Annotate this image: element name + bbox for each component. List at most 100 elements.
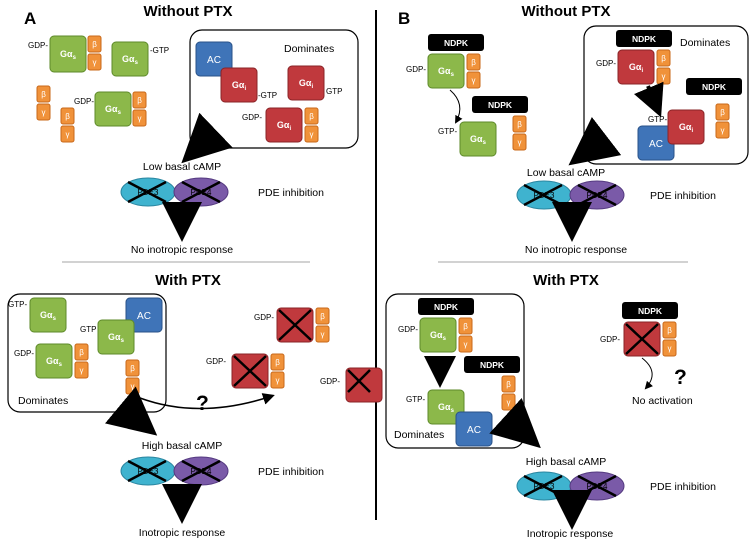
b-top-ndpk-3: NDPK — [616, 30, 672, 47]
svg-text:GDP-: GDP- — [398, 325, 418, 334]
b-top-pde-cross-out — [523, 183, 617, 207]
svg-text:β: β — [667, 326, 672, 335]
a-top-dominates-arrow — [181, 112, 233, 164]
svg-text:Gαs: Gαs — [60, 49, 77, 61]
panel-b-letter: B — [398, 9, 410, 28]
a-top-gas-2: Gαs -GTP — [111, 41, 169, 77]
svg-text:γ: γ — [518, 138, 522, 147]
b-bottom-ndpk-1: NDPK — [418, 298, 474, 315]
svg-text:β: β — [92, 40, 97, 49]
svg-text:AC: AC — [207, 55, 221, 66]
b-bottom-pde-inhibition: PDE inhibition — [650, 481, 716, 493]
svg-text:GTP-: GTP- — [438, 127, 457, 136]
svg-text:NDPK: NDPK — [444, 38, 469, 48]
svg-text:γ: γ — [80, 366, 84, 375]
a-low-basal-camp: Low basal cAMP — [143, 161, 221, 173]
svg-text:Gαs: Gαs — [105, 104, 122, 116]
b-low-basal-camp: Low basal cAMP — [527, 167, 605, 179]
b-top-gai-2: GTP- Gαi — [648, 109, 705, 145]
a-bottom-pde-inhibition: PDE inhibition — [258, 466, 324, 478]
b-top-gai-1: GDP- Gαi β γ — [596, 49, 671, 85]
a-bottom-ac: AC — [125, 297, 163, 333]
svg-text:GDP-: GDP- — [74, 97, 94, 106]
svg-text:γ: γ — [464, 340, 468, 349]
svg-text:γ: γ — [507, 398, 511, 407]
panel-a-without-title: Without PTX — [143, 3, 232, 20]
svg-text:Gαs: Gαs — [438, 66, 455, 78]
b-top-free-beta-gamma-2: β γ — [715, 103, 730, 139]
a-bottom-gai-inactive-1: GDP- β γ — [254, 307, 330, 343]
svg-text:Gαs: Gαs — [438, 402, 455, 414]
svg-text:Gαi: Gαi — [299, 78, 314, 90]
svg-text:GTP-: GTP- — [8, 300, 27, 309]
b-top-dominates-box — [583, 25, 749, 165]
svg-text:γ: γ — [42, 108, 46, 117]
panel-b-without-title: Without PTX — [521, 3, 610, 20]
svg-text:GTP-: GTP- — [406, 395, 425, 404]
svg-text:Gαs: Gαs — [430, 330, 447, 342]
b-no-activation: No activation — [632, 395, 693, 407]
svg-text:GDP-: GDP- — [320, 377, 340, 386]
b-high-basal-camp: High basal cAMP — [526, 456, 607, 468]
a-bottom-gas-2: GTP Gαs — [80, 319, 135, 355]
svg-text:GDP-: GDP- — [600, 335, 620, 344]
svg-text:γ: γ — [662, 72, 666, 81]
svg-text:β: β — [506, 380, 511, 389]
svg-text:Gαs: Gαs — [122, 54, 139, 66]
b-top-dominates-label: Dominates — [680, 37, 730, 49]
svg-text:Gαi: Gαi — [679, 122, 694, 134]
a-top-gai-3: GDP- Gαi β γ — [242, 107, 319, 143]
b-bottom-ac: AC — [455, 411, 493, 447]
svg-text:γ: γ — [93, 58, 97, 67]
svg-text:β: β — [463, 322, 468, 331]
svg-text:AC: AC — [649, 139, 663, 150]
a-bottom-gai-inactive-3: GDP- — [320, 367, 383, 403]
svg-text:Gαi: Gαi — [232, 80, 247, 92]
svg-text:AC: AC — [137, 311, 151, 322]
svg-text:β: β — [309, 112, 314, 121]
a-bottom-dominates-box — [7, 293, 167, 413]
svg-text:GDP-: GDP- — [206, 357, 226, 366]
svg-text:γ: γ — [472, 76, 476, 85]
svg-text:GTP: GTP — [326, 87, 342, 96]
a-top-pde-cross-out — [127, 180, 221, 204]
svg-text:-GTP: -GTP — [258, 91, 277, 100]
svg-text:NDPK: NDPK — [480, 360, 505, 370]
a-bottom-pde-cross-out — [127, 459, 221, 483]
a-bottom-dominates-label: Dominates — [18, 395, 68, 407]
svg-text:GDP-: GDP- — [406, 65, 426, 74]
svg-text:γ: γ — [276, 376, 280, 385]
svg-text:NDPK: NDPK — [488, 100, 513, 110]
svg-text:β: β — [471, 58, 476, 67]
a-bottom-gai-inactive-2: GDP- β γ — [206, 353, 285, 389]
svg-text:β: β — [41, 90, 46, 99]
svg-text:AC: AC — [467, 425, 481, 436]
svg-text:GTP-: GTP- — [648, 115, 667, 124]
b-top-pde-inhibition: PDE inhibition — [650, 190, 716, 202]
svg-text:β: β — [320, 312, 325, 321]
a-top-free-beta-gamma-2: β γ — [60, 107, 75, 143]
svg-text:NDPK: NDPK — [434, 302, 459, 312]
b-bottom-gai-inactive: GDP- β γ — [600, 321, 677, 357]
a-top-dominates-label: Dominates — [284, 43, 334, 55]
b-bottom-ndpk-2: NDPK — [464, 356, 520, 373]
a-top-free-beta-gamma-1: β γ — [36, 85, 51, 121]
svg-text:NDPK: NDPK — [632, 34, 657, 44]
b-bottom-free-beta-gamma: β γ — [501, 375, 516, 411]
svg-text:β: β — [720, 108, 725, 117]
b-bottom-dominates-box — [385, 293, 525, 449]
svg-text:Gαi: Gαi — [277, 120, 292, 132]
svg-text:-GTP: -GTP — [150, 46, 169, 55]
a-bottom-dominates-arrow — [104, 386, 158, 436]
b-top-gai-arrow — [634, 81, 664, 118]
a-bottom-gas-3: GDP- Gαs β γ — [14, 343, 89, 379]
svg-text:β: β — [79, 348, 84, 357]
b-bottom-pde-cross-out — [523, 474, 617, 498]
svg-text:GDP-: GDP- — [254, 313, 274, 322]
b-top-gas-curve-arrow — [449, 89, 463, 124]
a-top-gai-2: Gαi GTP — [287, 65, 342, 101]
svg-text:Gαs: Gαs — [46, 356, 63, 368]
panel-b-with-title: With PTX — [533, 272, 599, 289]
b-inotropic-response: Inotropic response — [527, 528, 614, 540]
b-top-dominates-arrow — [568, 117, 622, 166]
